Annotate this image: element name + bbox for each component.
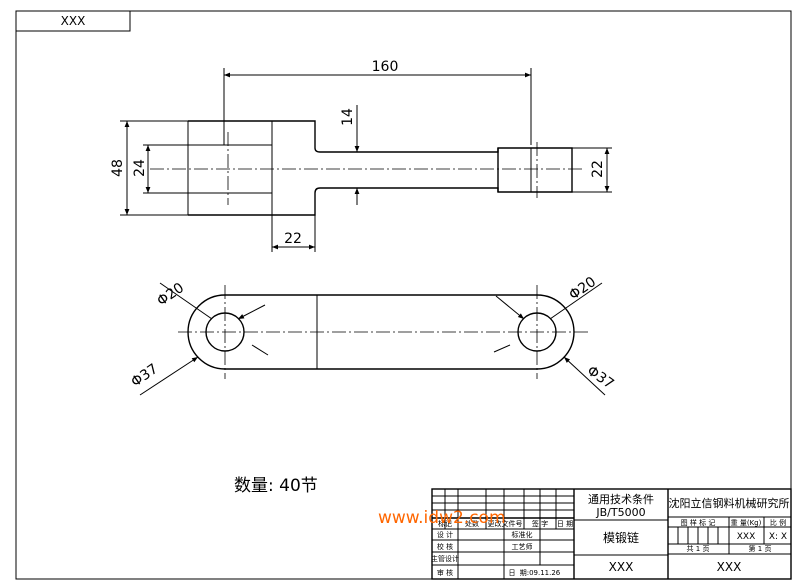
standard-title: 通用技术条件 (588, 492, 654, 506)
dim-48: 48 (110, 159, 126, 177)
dim-22-neck: 22 (284, 231, 302, 247)
role-date-label: 日 (509, 569, 516, 577)
leader-d37-right-a (563, 356, 606, 396)
leader-d20-right-b (495, 295, 525, 320)
revision-grid (432, 489, 575, 579)
role-design: 设 计 (437, 530, 453, 539)
border (15, 10, 792, 580)
rev-header-file: 更改文件号 (488, 519, 523, 528)
leader-d20-left-b (237, 304, 266, 320)
approval-date: 期:09.11.26 (520, 569, 561, 577)
dim-160: 160 (372, 59, 399, 75)
dim-14: 14 (340, 108, 356, 126)
quantity-note: 数量: 40节 (234, 476, 318, 496)
drawing-number: XXX (609, 560, 634, 574)
part-name: 模锻链 (603, 530, 639, 545)
link-outline (188, 120, 573, 216)
role-process: 工艺师 (512, 542, 533, 551)
sheet-number: 第 1 页 (749, 544, 772, 553)
approval-roles: 设 计 校 核 主管设计 审 核 标准化 工艺师 日 期:09.11.26 (431, 530, 561, 577)
attr-drawing-mark: 图 样 标 记 (681, 518, 716, 527)
title-block: 标记 处数 更改文件号 签 字 日 期 设 计 校 核 主管设计 审 核 标准化… (431, 488, 792, 580)
top-view: Φ20 Φ37 Φ20 Φ37 (128, 274, 617, 396)
standard-code: JB/T5000 (595, 506, 645, 519)
leader-d37-right-b (493, 344, 511, 353)
rev-header-mark: 标记 (438, 519, 452, 528)
dim-d37-right: Φ37 (584, 363, 617, 393)
dim-22-right: 22 (590, 160, 606, 178)
role-approve: 审 核 (437, 568, 453, 577)
dim-24: 24 (132, 159, 148, 177)
watermark: www.idw2.com (378, 508, 506, 528)
institute-name: 沈阳立信钢料机械研究所 (669, 496, 790, 510)
attr-weight: 重 量(Kg) (731, 519, 762, 527)
front-view: 160 48 24 22 14 22 (110, 59, 612, 252)
role-standardization: 标准化 (512, 530, 533, 539)
title-block-frame (431, 488, 792, 580)
sheets-total: 共 1 页 (687, 544, 710, 553)
role-chief: 主管设计 (431, 554, 459, 563)
leader-d37-left-b (251, 344, 269, 356)
leader-d20-right-a (549, 282, 603, 320)
rev-header-date: 日 期 (557, 520, 573, 528)
corner-label-box (15, 10, 131, 32)
leader-d37-left-a (139, 356, 199, 396)
dim-d20-left: Φ20 (154, 280, 187, 310)
revision-headers: 标记 处数 更改文件号 签 字 日 期 (438, 519, 573, 528)
drawing-code: XXX (717, 560, 742, 574)
corner-label: XXX (61, 14, 86, 28)
role-check: 校 核 (437, 542, 453, 551)
attr-scale: 比 例 (770, 518, 786, 527)
scale-value: X: X (769, 532, 787, 542)
dim-d37-left: Φ37 (128, 361, 161, 391)
dim-d20-right: Φ20 (566, 274, 599, 304)
leader-d20-left-a (159, 282, 213, 320)
drawing-frame: XXX (15, 10, 792, 580)
weight-value: XXX (737, 532, 756, 542)
rev-header-count: 处数 (465, 519, 479, 528)
rev-header-sign: 签 字 (532, 519, 548, 528)
